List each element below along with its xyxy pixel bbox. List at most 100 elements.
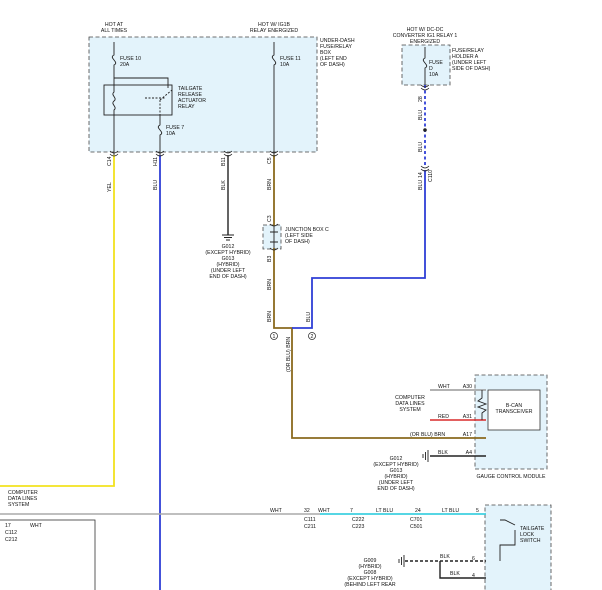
ground3-line5: (BEHIND LEFT REAR <box>344 582 395 588</box>
fuse7-label: FUSE 7 <box>166 125 184 131</box>
relay-box <box>103 84 173 116</box>
pin-24: 24 <box>415 508 421 514</box>
pin-c110: C110 <box>428 170 434 182</box>
conn-c212: C212 <box>5 537 18 543</box>
left-partial-box <box>0 519 96 590</box>
fuse7-symbol <box>157 115 163 155</box>
pin-4: 4 <box>472 573 475 579</box>
junction-c-line1: JUNCTION BOX C <box>285 227 329 233</box>
junction-num-1-circle <box>270 332 278 340</box>
underdash-fuse-relay-box <box>88 36 318 153</box>
ground2-symbol <box>422 450 429 462</box>
underdash-line4: (LEFT END <box>320 56 347 62</box>
ground2-line1: G012 <box>390 456 403 462</box>
label-hot-ig1b-1: HOT W/ IG1B <box>258 22 290 28</box>
relay-switch <box>145 89 173 115</box>
ground3-symbol <box>398 555 405 567</box>
ground3-line3: G008 <box>364 570 377 576</box>
fuse10-label: FUSE 10 <box>120 56 141 62</box>
tailgate-lock-3: SWITCH <box>520 538 541 544</box>
wire-label-blk-s4: BLK <box>450 571 460 577</box>
underdash-line1: UNDER-DASH <box>320 38 355 44</box>
pin-7: 7 <box>350 508 353 514</box>
conn-c111: C111 <box>304 517 316 523</box>
wire-label-ltblu-2: LT BLU <box>442 508 459 514</box>
label-hot-dcdc-2: CONVERTER IG1 RELAY 1 <box>393 33 458 39</box>
pin-a30: A30 <box>463 384 472 390</box>
gauge-module-label: GAUGE CONTROL MODULE <box>477 474 547 480</box>
wire-yel <box>0 155 115 487</box>
pin-28: 28 <box>418 96 424 102</box>
label-hot-all-times-1: HOT AT <box>105 22 124 28</box>
ground2-line6: END OF DASH) <box>377 486 414 492</box>
junction-c-internal <box>270 226 278 248</box>
bcan-label-2: TRANSCEIVER <box>496 409 533 415</box>
wire-label-blu: BLU <box>153 180 159 190</box>
conn-c223: C223 <box>352 524 365 530</box>
bcan-transceiver-box <box>487 389 541 431</box>
conn-c501: C501 <box>410 524 423 530</box>
wire-label-wht: WHT <box>438 384 451 390</box>
tailgate-lock-2: LOCK <box>520 532 535 538</box>
wire-label-orblu-brn-v: (OR BLU) BRN <box>286 337 292 372</box>
wire-label-blk-a4: BLK <box>438 450 448 456</box>
fused-rating: 10A <box>429 72 439 78</box>
ground1-line4: (HYBRID) <box>216 262 239 268</box>
wire-label-brn-2: BRN <box>267 279 273 290</box>
ground1-line6: END OF DASH) <box>209 274 246 280</box>
holder-a-line2: HOLDER A <box>452 54 479 60</box>
fused-symbol <box>422 47 428 85</box>
junction-box-c <box>262 224 282 250</box>
wire-label-blk-s6: BLK <box>440 554 450 560</box>
wire-blu-main <box>292 170 426 329</box>
ground-g012-symbol <box>222 234 234 241</box>
label-hot-dcdc-1: HOT W/ DC-DC <box>407 27 444 33</box>
splice-dot <box>423 128 427 132</box>
holder-a-line3: (UNDER LEFT <box>452 60 487 66</box>
pin-c14: C14 <box>107 156 113 166</box>
cdl-left-line3: SYSTEM <box>8 502 29 508</box>
connector-marks <box>109 84 430 251</box>
pin-c3: C3 <box>267 215 273 222</box>
ground1-line3: G013 <box>222 256 235 262</box>
bcan-resistor <box>476 390 488 420</box>
pin-c5: C5 <box>267 157 273 164</box>
relay-line4: RELAY <box>178 104 195 110</box>
relay-line3: ACTUATOR <box>178 98 206 104</box>
label-hot-dcdc-3: ENERGIZED <box>410 39 441 45</box>
underdash-line5: OF DASH) <box>320 62 345 68</box>
wire-label-blu-5: BLU <box>418 142 424 152</box>
wire-label-wht-bottom: WHT <box>270 508 283 514</box>
pin-6: 6 <box>472 556 475 562</box>
wire-label-blk: BLK <box>221 180 227 190</box>
wire-label-blu-6: BLU <box>418 180 424 190</box>
wire-label-yel: YEL <box>107 182 113 192</box>
fused-label: FUSE <box>429 60 443 66</box>
wire-label-wht-bottom-2: WHT <box>318 508 331 514</box>
label-hot-ig1b-2: RELAY ENERGIZED <box>250 28 298 34</box>
pin-h11: H11 <box>153 157 159 166</box>
wire-blk-switch4 <box>439 561 486 579</box>
pin-b3: B3 <box>267 256 273 262</box>
wire-label-brn-3: BRN <box>267 311 273 322</box>
fuse10-symbol <box>111 42 117 72</box>
cdl-left-line2: DATA LINES <box>8 496 38 502</box>
ground2-line2: (EXCEPT HYBRID) <box>373 462 418 468</box>
ground2-line5: (UNDER LEFT <box>379 480 414 486</box>
pin-5: 5 <box>476 508 479 514</box>
pin-32: 32 <box>304 508 310 514</box>
pin-a17: A17 <box>463 432 472 438</box>
tailgate-lock-switch-box <box>484 504 552 590</box>
underdash-line3: BOX <box>320 50 331 56</box>
junction-c-line3: OF DASH) <box>285 239 310 245</box>
tailgate-lock-1: TAILGATE <box>520 526 545 532</box>
ground2-line4: (HYBRID) <box>384 474 407 480</box>
ground2-line3: G013 <box>390 468 403 474</box>
fuse11-label: FUSE 11 <box>280 56 301 62</box>
cdl-line1: COMPUTER <box>395 395 425 401</box>
relay-feed <box>114 77 169 88</box>
fuse10-rating: 20A <box>120 62 130 68</box>
pin-17: 17 <box>5 523 11 529</box>
tailgate-switch-contact <box>499 519 516 561</box>
